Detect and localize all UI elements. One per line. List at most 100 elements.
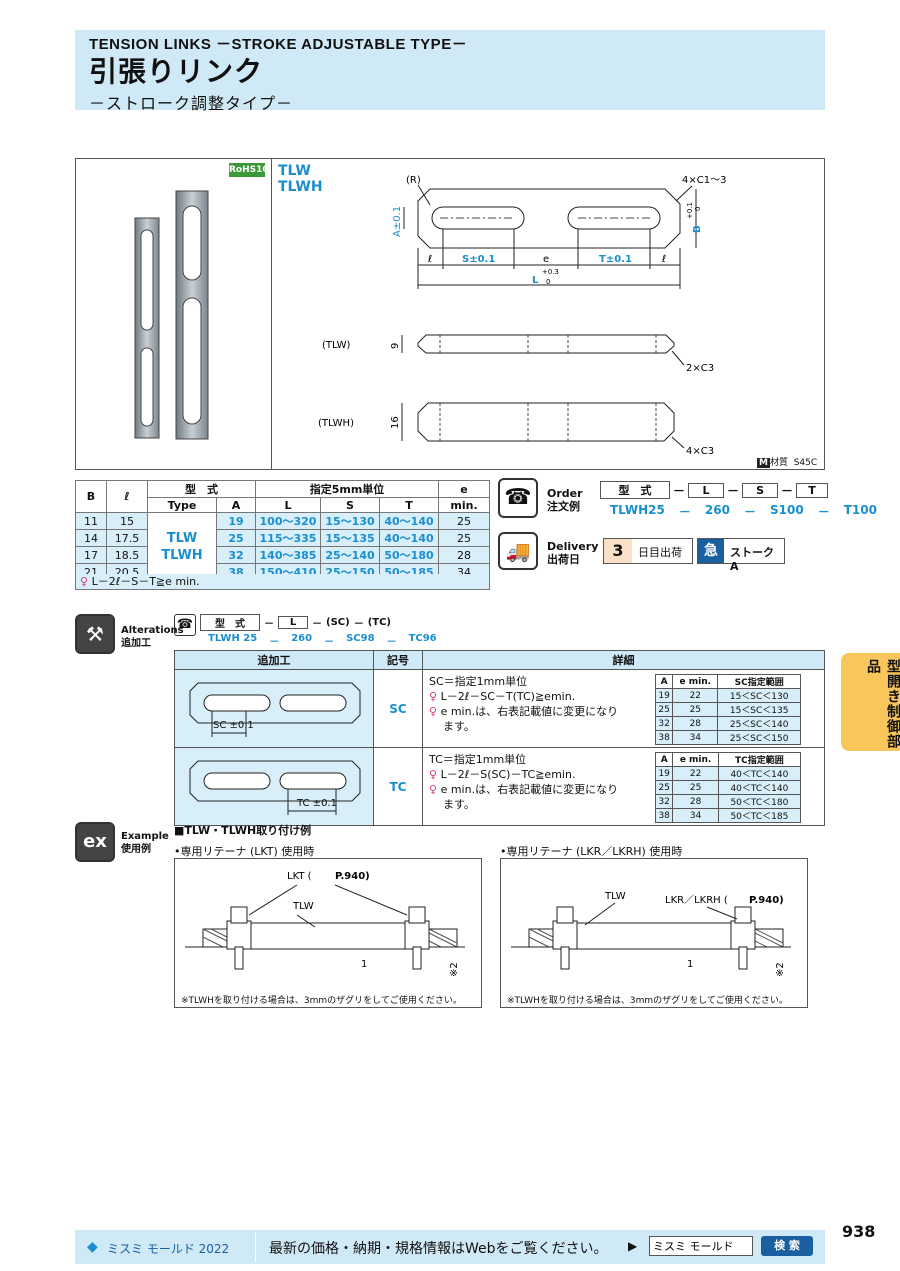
tc-detail-l3: e min.は、右表記載値に変更になり bbox=[440, 783, 619, 796]
l-tol-zero: 0 bbox=[546, 278, 550, 286]
th-b: B bbox=[75, 480, 107, 513]
footer-brand: ミスミ モールド 2022 bbox=[107, 1242, 230, 1256]
order-h-type: 型 式 bbox=[600, 481, 670, 499]
cell: 19 bbox=[654, 766, 674, 781]
subtitle-jp: －ストローク調整タイプ－ bbox=[89, 94, 294, 113]
th-e: e bbox=[438, 480, 490, 498]
tlw-thickness: 9 bbox=[390, 343, 401, 349]
b-dimension: B bbox=[692, 225, 703, 233]
sc-sub-h-e: e min. bbox=[672, 674, 719, 689]
search-button[interactable]: 検 索 bbox=[761, 1236, 813, 1256]
l-label-right: ℓ bbox=[662, 254, 666, 265]
two-label-right: ※2 bbox=[775, 962, 786, 977]
cell-s: 25～140 bbox=[320, 546, 380, 564]
alt-h-l: L bbox=[278, 616, 308, 629]
side-tab-label: 型開き制御部品 bbox=[865, 659, 900, 749]
alt-th-code: 記号 bbox=[373, 650, 423, 670]
th-unit: 指定5mm単位 bbox=[255, 480, 439, 498]
cell: 25 bbox=[672, 780, 719, 795]
cell-s: 15～130 bbox=[320, 512, 380, 530]
cell: 50＜TC＜185 bbox=[717, 808, 802, 823]
lkr-page: P.940) bbox=[749, 895, 784, 906]
th-type-jp: 型 式 bbox=[147, 480, 256, 498]
l-dimension: L bbox=[532, 275, 539, 286]
cell: 50＜TC＜180 bbox=[717, 794, 802, 809]
warning-icon: ♀ bbox=[429, 690, 438, 703]
cell-a: 25 bbox=[216, 529, 256, 547]
dash: － bbox=[743, 505, 756, 519]
order-h-t: T bbox=[796, 482, 829, 498]
delivery-days-number: 3 bbox=[604, 539, 632, 563]
cell-e: 25 bbox=[438, 529, 490, 547]
lkt-label: LKT ( bbox=[287, 871, 312, 882]
cell-l: 17.5 bbox=[106, 529, 148, 547]
spec-table: B ℓ 型 式 指定5mm単位 e Type A L S T min. 11 1… bbox=[75, 480, 490, 581]
lkt-mounting-diagram: LKT ( P.940) TLW 1 ※2 bbox=[185, 871, 465, 977]
order-v-s: S100 bbox=[769, 503, 804, 517]
t-dimension: T±0.1 bbox=[599, 254, 632, 265]
sc-dimension: SC ±0.1 bbox=[213, 720, 254, 731]
product-photo bbox=[75, 158, 272, 470]
example-label-jp: 使用例 bbox=[121, 844, 151, 855]
sc-code: SC bbox=[373, 669, 423, 748]
truck-icon: 🚚 bbox=[498, 532, 538, 570]
spec-note: ♀ L－2ℓ－S－T≧e min. bbox=[75, 574, 490, 590]
delivery-days-text: 日目出荷 bbox=[638, 546, 682, 559]
cell: 38 bbox=[654, 730, 674, 745]
cell-e: 28 bbox=[438, 546, 490, 564]
lkt-page: P.940) bbox=[335, 871, 370, 882]
tlw-label-left: TLW bbox=[292, 901, 314, 912]
cell-a: 19 bbox=[216, 512, 256, 530]
category-side-tab[interactable]: 型開き制御部品 bbox=[841, 653, 900, 751]
dash: － bbox=[678, 505, 691, 519]
arrow-right-icon: ▶ bbox=[628, 1239, 638, 1253]
cell-l: 15 bbox=[106, 512, 148, 530]
tc-detail-text: TC＝指定1mm単位 ♀ L－2ℓ－S(SC)－TC≧emin. ♀ e min… bbox=[429, 752, 618, 812]
alterations-label-en: Alterations bbox=[121, 625, 184, 636]
warning-icon: ♀ bbox=[429, 705, 438, 718]
dash: － bbox=[781, 483, 794, 498]
page-header: TENSION LINKS －STROKE ADJUSTABLE TYPE－ 引… bbox=[75, 30, 825, 113]
express-icon: 急 bbox=[698, 539, 724, 563]
cell: 22 bbox=[672, 766, 719, 781]
tc-sub-h-range: TC指定範囲 bbox=[717, 752, 802, 767]
example-left-box: LKT ( P.940) TLW 1 ※2 ※TLWHを取り付ける場合は、3mm… bbox=[174, 858, 482, 1008]
cell: 40＜TC＜140 bbox=[717, 766, 802, 781]
example-icon: ex bbox=[75, 822, 115, 862]
search-input[interactable] bbox=[649, 1236, 753, 1256]
cube-icon: ◆ bbox=[87, 1239, 98, 1255]
th-min: min. bbox=[438, 497, 490, 513]
material-value: S45C bbox=[793, 458, 818, 468]
warning-icon: ♀ bbox=[429, 783, 438, 796]
b-tol-plus: +0.1 bbox=[686, 202, 694, 219]
cell: 28 bbox=[672, 794, 719, 809]
tc-detail-l1: TC＝指定1mm単位 bbox=[429, 753, 527, 766]
chamfer-top-label: 4×C1～3 bbox=[682, 175, 726, 186]
dash: － bbox=[269, 637, 280, 648]
sc-detail-text: SC＝指定1mm単位 ♀ L－2ℓ－SC－T(TC)≧emin. ♀ e min… bbox=[429, 674, 618, 734]
sc-detail-l2: L－2ℓ－SC－T(TC)≧emin. bbox=[440, 690, 576, 703]
alt-th-process: 追加工 bbox=[174, 650, 374, 670]
cell-b: 17 bbox=[75, 546, 107, 564]
cell: 22 bbox=[672, 688, 719, 703]
stroke-badge: 急 ストーク A bbox=[697, 538, 785, 573]
order-v-type: TLWH25 bbox=[610, 503, 665, 517]
tlwh-thickness: 16 bbox=[390, 416, 401, 429]
order-label-jp: 注文例 bbox=[547, 500, 580, 513]
cell: 25 bbox=[672, 702, 719, 717]
alt-v-sc: SC98 bbox=[346, 633, 375, 644]
s-dimension: S±0.1 bbox=[462, 254, 495, 265]
sc-detail: SC＝指定1mm単位 ♀ L－2ℓ－SC－T(TC)≧emin. ♀ e min… bbox=[422, 669, 825, 748]
cell: 15＜SC＜135 bbox=[717, 702, 801, 717]
th-l: ℓ bbox=[106, 480, 148, 513]
type-labels: TLW TLWH bbox=[278, 163, 323, 195]
example-right-note: ※TLWHを取り付ける場合は、3mmのザグリをしてご使用ください。 bbox=[507, 996, 788, 1006]
tension-link-photo bbox=[134, 190, 209, 440]
